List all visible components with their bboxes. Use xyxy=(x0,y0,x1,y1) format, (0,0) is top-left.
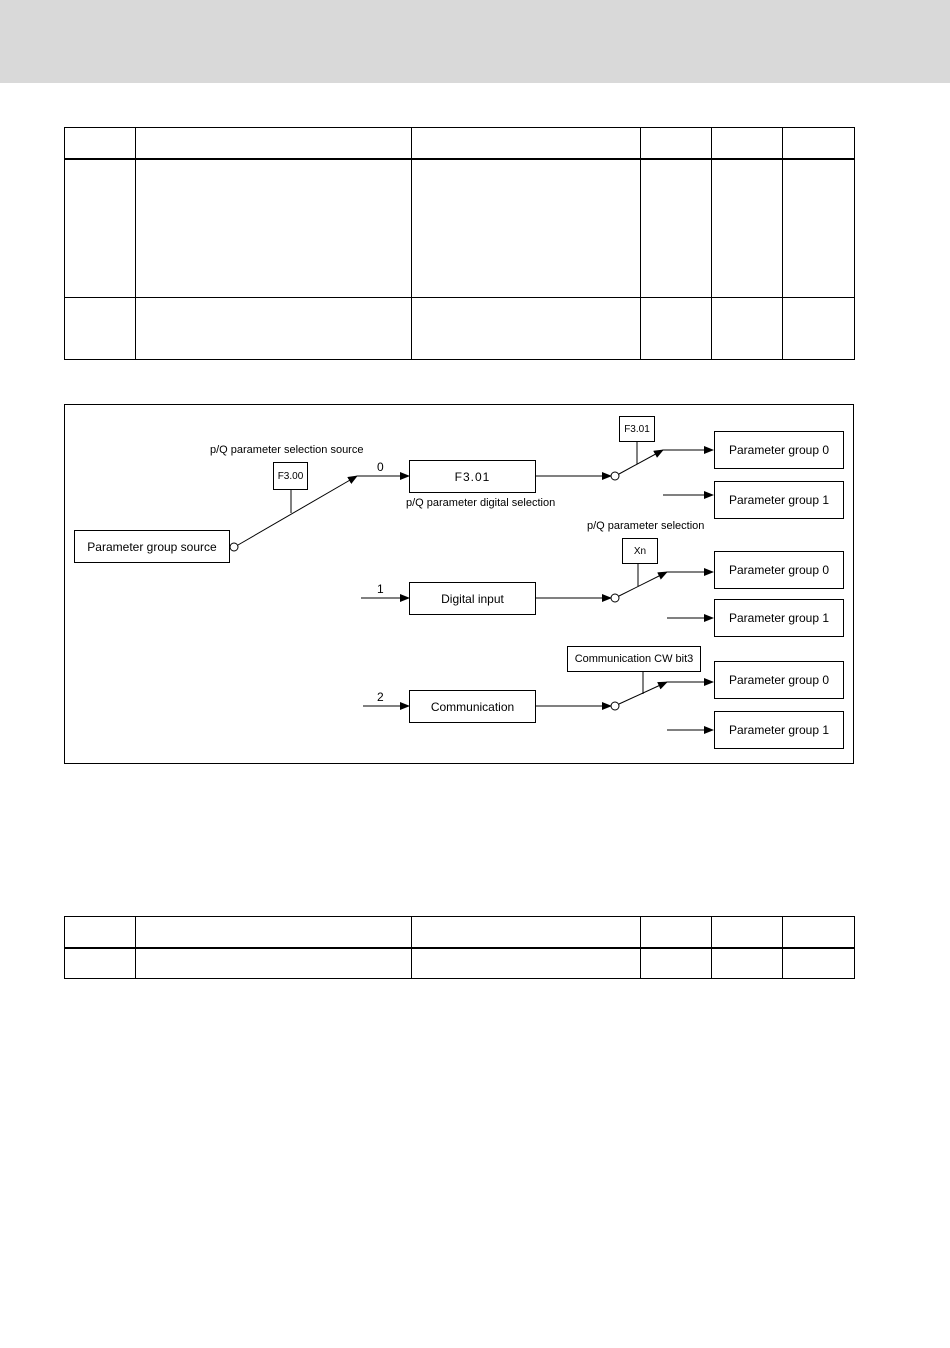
table-cell xyxy=(640,297,712,360)
branch-2-label: 2 xyxy=(377,690,384,704)
switch-arm xyxy=(618,571,668,597)
table-cell xyxy=(711,158,783,298)
table-cell xyxy=(711,297,783,360)
table-header-row xyxy=(64,916,855,949)
parameter-table-top xyxy=(64,127,855,360)
table-cell xyxy=(640,947,712,979)
diagram-lines xyxy=(229,442,714,734)
output-parameter-group-0: Parameter group 0 xyxy=(714,431,844,469)
f300-tag: F3.00 xyxy=(273,462,308,490)
table-cell xyxy=(135,297,412,360)
communication-cw-bit3-tag: Communication CW bit3 xyxy=(567,646,701,672)
header-cell xyxy=(64,916,136,949)
table-cell xyxy=(411,158,641,298)
digital-input-box: Digital input xyxy=(409,582,536,615)
table-cell xyxy=(64,158,136,298)
output-parameter-group-0: Parameter group 0 xyxy=(714,661,844,699)
branch-0-label: 0 xyxy=(377,460,384,474)
switch-arm xyxy=(237,475,358,546)
header-cell xyxy=(782,127,855,160)
table-cell xyxy=(782,947,855,979)
f301-caption: p/Q parameter digital selection xyxy=(406,497,556,509)
table-row xyxy=(64,158,855,298)
communication-box: Communication xyxy=(409,690,536,723)
switch-pivot xyxy=(610,701,620,711)
selection-source-label: p/Q parameter selection source xyxy=(210,444,364,456)
table-cell xyxy=(411,947,641,979)
table-header-row xyxy=(64,127,855,160)
header-cell xyxy=(411,127,641,160)
xn-tag: Xn xyxy=(622,538,658,564)
header-cell xyxy=(411,916,641,949)
output-parameter-group-1: Parameter group 1 xyxy=(714,481,844,519)
selection-label: p/Q parameter selection xyxy=(587,520,705,532)
parameter-group-source-box: Parameter group source xyxy=(74,530,230,563)
table-cell xyxy=(782,158,855,298)
table-cell xyxy=(135,947,412,979)
table-cell xyxy=(711,947,783,979)
switch-pivot xyxy=(610,471,620,481)
header-cell xyxy=(135,916,412,949)
switch-arm xyxy=(618,449,664,475)
table-cell xyxy=(64,297,136,360)
header-cell xyxy=(711,127,783,160)
table-cell xyxy=(135,158,412,298)
header-cell xyxy=(640,916,712,949)
table-row xyxy=(64,297,855,360)
output-parameter-group-0: Parameter group 0 xyxy=(714,551,844,589)
table-cell xyxy=(782,297,855,360)
switch-pivot xyxy=(610,593,620,603)
parameter-table-bottom xyxy=(64,916,855,979)
table-cell xyxy=(411,297,641,360)
output-parameter-group-1: Parameter group 1 xyxy=(714,599,844,637)
table-row xyxy=(64,947,855,979)
header-cell xyxy=(782,916,855,949)
header-cell xyxy=(135,127,412,160)
table-cell xyxy=(640,158,712,298)
output-parameter-group-1: Parameter group 1 xyxy=(714,711,844,749)
parameter-group-selection-diagram: Parameter group source p/Q parameter sel… xyxy=(64,404,854,764)
f301-tag: F3.01 xyxy=(619,416,655,442)
switch-pivot xyxy=(229,542,239,552)
f301-box: F3.01 xyxy=(409,460,536,493)
header-cell xyxy=(64,127,136,160)
header-cell xyxy=(640,127,712,160)
header-cell xyxy=(711,916,783,949)
branch-1-label: 1 xyxy=(377,582,384,596)
table-cell xyxy=(64,947,136,979)
page-header-band xyxy=(0,0,950,83)
